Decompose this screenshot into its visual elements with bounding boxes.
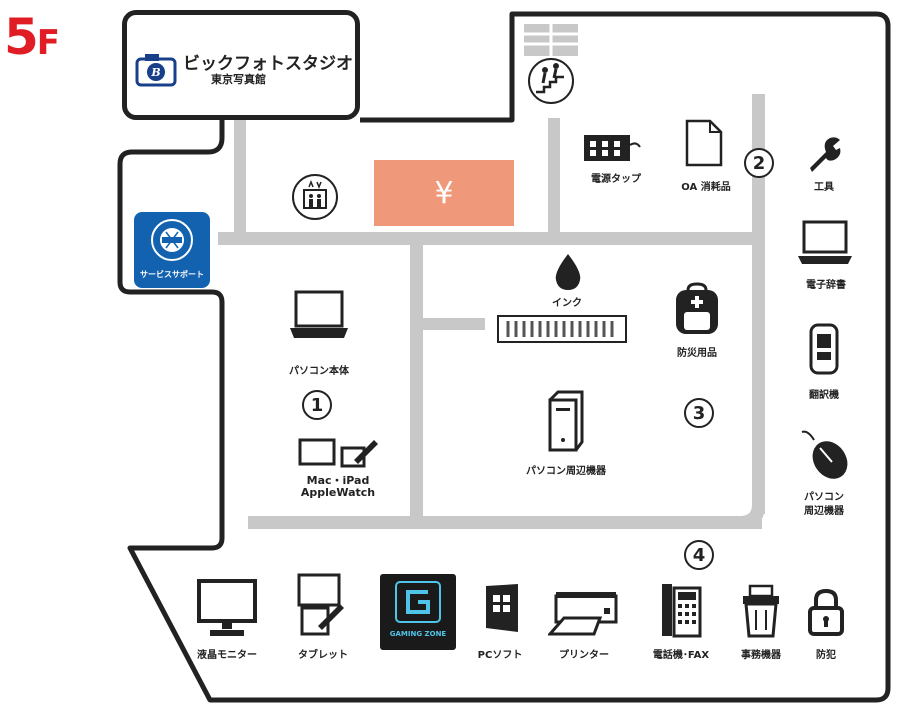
- translator-icon: [809, 323, 839, 375]
- lock-icon: [808, 588, 844, 636]
- label-monitor: 液晶モニター: [197, 650, 257, 661]
- gaming-zone[interactable]: GAMING ZONE: [380, 574, 456, 650]
- floor-suffix: F: [36, 23, 60, 63]
- label-pc-soft: PCソフト: [477, 650, 523, 661]
- label-phone-fax: 電話機･FAX: [652, 650, 710, 661]
- label-pc-periph-center: パソコン周辺機器: [526, 466, 606, 477]
- pc-tower-icon: [548, 390, 584, 452]
- zone-3: 3: [684, 398, 714, 428]
- mac-ipad-icon: [298, 438, 378, 468]
- service-support[interactable]: サービスサポート: [134, 212, 210, 288]
- label-tools: 工具: [814, 182, 834, 193]
- document-icon: [685, 119, 723, 167]
- camera-icon: B: [135, 54, 177, 87]
- label-dictionary: 電子辞書: [806, 280, 846, 291]
- label-pc-periph-right-1: パソコン: [804, 492, 844, 503]
- mouse-icon: [801, 430, 848, 479]
- label-translator: 翻訳機: [809, 390, 839, 401]
- label-mac-1: Mac・iPad: [306, 474, 370, 487]
- phone-fax-icon: [662, 584, 702, 638]
- label-office: 事務機器: [741, 650, 781, 661]
- gaming-label: GAMING ZONE: [389, 630, 447, 638]
- printer-icon: [548, 592, 618, 636]
- label-oa-supplies: OA 消耗品: [681, 182, 731, 193]
- label-pc-body: パソコン本体: [289, 366, 349, 377]
- photo-studio-area[interactable]: B ビックフォトスタジオ 東京写真館: [122, 10, 360, 120]
- label-printer: プリンター: [559, 650, 609, 661]
- power-tap-icon: [584, 135, 641, 161]
- zone-2: 2: [744, 148, 774, 178]
- ink-shelf: [506, 321, 614, 337]
- gaming-logo-icon: [395, 581, 441, 623]
- emergency-bag-icon: [676, 282, 718, 334]
- label-disaster: 防災用品: [677, 348, 717, 359]
- windows-software-icon: [486, 584, 518, 632]
- service-label: サービスサポート: [140, 270, 204, 279]
- laptop-dictionary-icon: [798, 220, 852, 264]
- service-badge-icon: [151, 219, 193, 261]
- label-tablet: タブレット: [298, 650, 348, 661]
- yen-icon: ¥: [434, 175, 454, 211]
- tablet-icon: [297, 573, 344, 636]
- label-security: 防犯: [816, 650, 836, 661]
- wrench-icon: [810, 137, 841, 172]
- cashier-counter[interactable]: ¥: [374, 160, 514, 226]
- floor-number: 5: [4, 8, 39, 66]
- laptop-icon: [290, 290, 348, 338]
- stairs-icon: [528, 58, 574, 104]
- studio-subtitle: 東京写真館: [211, 73, 266, 86]
- label-pc-periph-right-2: 周辺機器: [804, 506, 844, 517]
- svg-text:B: B: [150, 66, 160, 79]
- shredder-icon: [743, 584, 779, 638]
- studio-name: ビックフォトスタジオ: [183, 54, 353, 74]
- label-power-tap: 電源タップ: [591, 174, 641, 185]
- ink-drop-icon: [555, 254, 581, 290]
- zone-1: 1: [302, 390, 332, 420]
- label-ink: インク: [552, 298, 582, 309]
- monitor-icon: [197, 579, 257, 636]
- label-mac-2: AppleWatch: [300, 486, 376, 499]
- zone-4: 4: [684, 540, 714, 570]
- elevator-icon: [292, 174, 338, 220]
- floor-label: 5F: [4, 8, 60, 66]
